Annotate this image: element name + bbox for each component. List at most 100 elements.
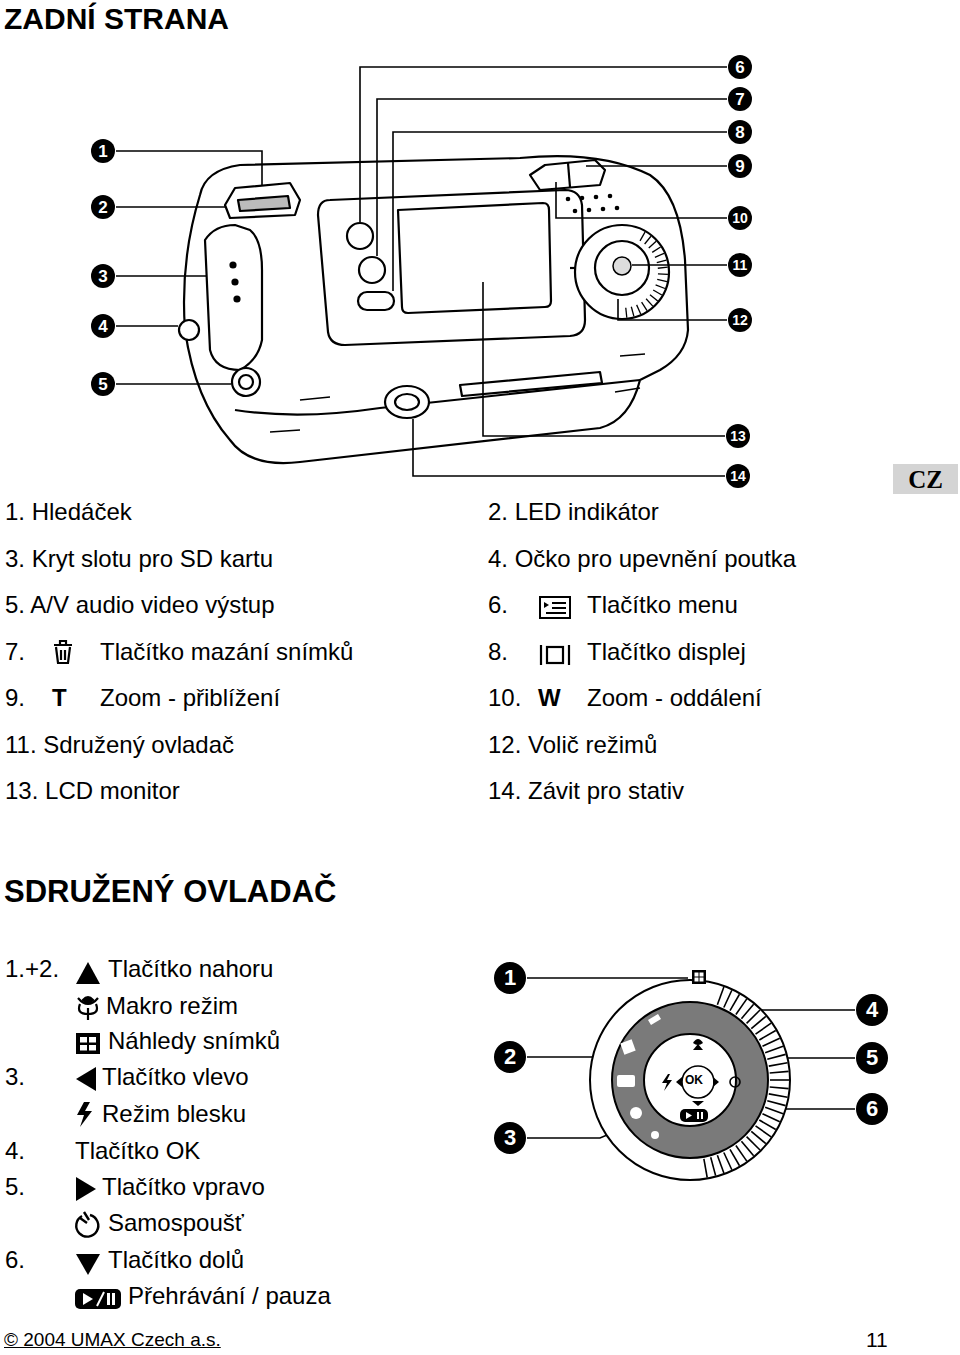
thumbnail-icon bbox=[76, 1033, 100, 1054]
knurl-stroke bbox=[717, 987, 723, 1005]
knurl-stroke bbox=[756, 1126, 772, 1137]
legend-item: 7. bbox=[5, 638, 25, 666]
knurl-stroke bbox=[724, 990, 732, 1007]
camera-body bbox=[184, 156, 688, 463]
pad-icons bbox=[730, 1077, 740, 1087]
knurl-stroke bbox=[769, 1094, 788, 1097]
thumbnail-icon bbox=[76, 1033, 100, 1054]
knurl-stroke bbox=[769, 1063, 788, 1066]
display-button bbox=[358, 292, 394, 310]
speaker-holes bbox=[587, 208, 592, 213]
knurl-stroke bbox=[767, 1054, 785, 1059]
callout-number: 1 bbox=[91, 139, 115, 163]
speaker-holes bbox=[601, 207, 606, 212]
legend-item: Tlačítko dolů bbox=[108, 1246, 244, 1274]
av-port bbox=[232, 368, 260, 396]
knurl-stroke bbox=[759, 1120, 775, 1130]
macro-icon bbox=[78, 997, 98, 1020]
knurl-stroke bbox=[730, 994, 740, 1010]
pad-icons bbox=[662, 1074, 672, 1091]
callout-text: 3 bbox=[98, 268, 107, 285]
callout-number: 1 bbox=[494, 962, 526, 994]
knurl-stroke bbox=[747, 1010, 760, 1023]
knurl-stroke bbox=[765, 1046, 783, 1052]
legend-item: 6. bbox=[488, 591, 508, 619]
legend-item: Zoom - oddálení bbox=[587, 684, 762, 712]
page-number: 11 bbox=[866, 1328, 888, 1352]
delete-button bbox=[359, 257, 385, 283]
speaker-holes bbox=[573, 209, 578, 214]
play-pause-icon bbox=[75, 1289, 121, 1309]
section-heading: SDRUŽENÝ OVLADAČ bbox=[4, 874, 336, 910]
legend-item: 8. bbox=[488, 638, 508, 666]
menu-icon bbox=[546, 603, 566, 613]
pad-icons bbox=[686, 1112, 692, 1119]
callout-number: 10 bbox=[728, 206, 752, 230]
pad-icons bbox=[680, 1109, 708, 1122]
knurl-stroke bbox=[770, 1071, 789, 1073]
lcd-screen bbox=[398, 203, 551, 313]
callout-text: 1 bbox=[98, 143, 107, 160]
grip-panel bbox=[205, 225, 262, 370]
led-dot bbox=[235, 297, 240, 302]
knurl-stroke bbox=[741, 1004, 753, 1019]
knurl-stroke bbox=[655, 253, 664, 257]
callout-number: 4 bbox=[856, 994, 888, 1026]
knurl-stroke bbox=[631, 307, 634, 317]
leader-lines bbox=[377, 99, 727, 256]
play-pause-icon bbox=[97, 1292, 104, 1306]
knurl-stroke bbox=[767, 1101, 785, 1106]
legend-item: 5. bbox=[5, 1173, 25, 1201]
knurl-stroke bbox=[657, 260, 667, 263]
legend-item: 13. LCD monitor bbox=[5, 777, 180, 805]
legend-item: 11. Sdružený ovladač bbox=[5, 731, 234, 759]
callout-number: 9 bbox=[728, 154, 752, 178]
pad-icons bbox=[693, 1039, 703, 1045]
pad-icons bbox=[692, 1101, 704, 1106]
pad-icons bbox=[676, 1077, 682, 1087]
knurl-stroke bbox=[658, 267, 668, 268]
legend-item: Náhledy snímků bbox=[108, 1027, 280, 1055]
leader-lines bbox=[483, 282, 725, 436]
legend-item: 12. Volič režimů bbox=[488, 731, 657, 759]
legend-item: T bbox=[52, 684, 67, 712]
legend-item: 5. A/V audio video výstup bbox=[5, 591, 275, 619]
av-port-inner bbox=[239, 375, 253, 389]
knurl-stroke bbox=[770, 1087, 789, 1089]
knurl-stroke bbox=[770, 1079, 789, 1081]
viewfinder-window bbox=[238, 196, 290, 211]
thumbnail-icon bbox=[89, 1037, 96, 1043]
legend-item: Tlačítko mazání snímků bbox=[100, 638, 353, 666]
callout-number: 2 bbox=[91, 195, 115, 219]
knurl-stroke bbox=[637, 305, 641, 314]
speaker-holes bbox=[608, 194, 613, 199]
mode-icons bbox=[620, 1039, 635, 1054]
tripod-thread bbox=[395, 394, 419, 410]
legend-item: Tlačítko vpravo bbox=[102, 1173, 265, 1201]
callout-text: 3 bbox=[504, 1127, 516, 1149]
knurl-stroke bbox=[640, 232, 645, 241]
copyright: © 2004 UMAX Czech a.s. bbox=[4, 1329, 221, 1351]
leader-lines bbox=[116, 325, 178, 327]
callout-number: 5 bbox=[856, 1042, 888, 1074]
lcd-panel bbox=[318, 190, 585, 345]
callout-text: 13 bbox=[730, 429, 746, 443]
timer-icon bbox=[80, 1212, 89, 1223]
leader-lines bbox=[586, 165, 727, 167]
knurl-stroke bbox=[751, 1016, 766, 1028]
leader-lines bbox=[116, 206, 226, 208]
legend-item: 4. bbox=[5, 1137, 25, 1165]
led-dot bbox=[233, 280, 238, 285]
legend-item: 9. bbox=[5, 684, 25, 712]
tripod-mount bbox=[385, 386, 429, 418]
legend-item: 2. LED indikátor bbox=[488, 498, 659, 526]
callout-text: 12 bbox=[732, 313, 748, 327]
leader-lines bbox=[632, 264, 727, 266]
leader-lines bbox=[413, 419, 725, 476]
callout-number: 4 bbox=[91, 314, 115, 338]
knurl-stroke bbox=[741, 1141, 753, 1156]
knurl-stroke bbox=[645, 236, 651, 244]
control-pad bbox=[644, 1034, 736, 1126]
callout-text: 7 bbox=[735, 91, 744, 108]
callout-number: 8 bbox=[728, 120, 752, 144]
